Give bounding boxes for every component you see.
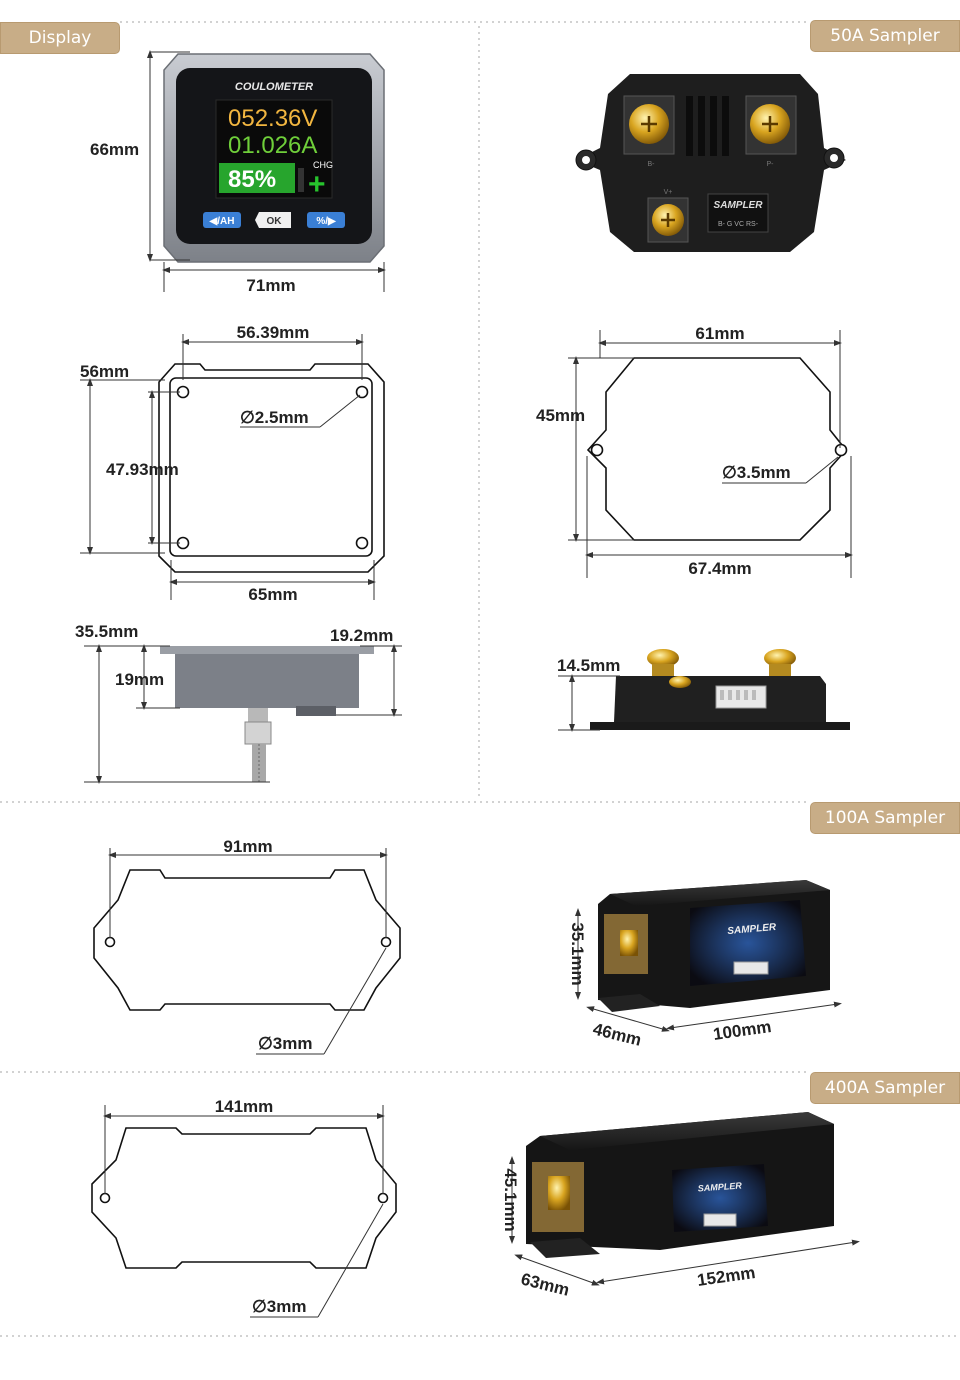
dim-right-depth: 19.2mm (330, 626, 393, 645)
sampler50-term-b: B- (648, 161, 656, 168)
dim-total-depth: 35.5mm (75, 622, 138, 641)
dim-hole-spacing-h: 47.93mm (106, 460, 179, 479)
button-percent[interactable] (307, 212, 345, 228)
dim-outer-height: 56mm (80, 362, 129, 381)
dim-s50-height: 45mm (536, 406, 585, 425)
display-outline (158, 363, 385, 573)
lcd-chg-symbol: + (308, 168, 326, 201)
sampler50-term-p: P- (767, 161, 775, 168)
button-ok-label: OK (267, 216, 283, 227)
button-ah[interactable] (203, 212, 241, 228)
dim-s400-height: 45.1mm (501, 1168, 520, 1231)
display-unit: COULOMETER 052.36V 01.026A 85% CHG + ◀/A… (163, 53, 385, 263)
dim-base-width: 65mm (248, 585, 297, 604)
lcd-percent: 85% (228, 166, 276, 193)
sampler400-photo: SAMPLER (526, 1112, 834, 1258)
sampler50-side-view (590, 649, 850, 730)
dim-hole-spacing-w: 56.39mm (237, 323, 310, 342)
dim-s50-hole: ∅3.5mm (722, 463, 791, 482)
dim-s50-thickness: 14.5mm (557, 656, 620, 675)
dim-s400-depth: 63mm (519, 1269, 571, 1299)
section-tag-400a: 400A Sampler (810, 1072, 960, 1104)
button-ah-label: ◀/AH (209, 216, 235, 227)
dim-s50-width: 61mm (695, 324, 744, 343)
sampler400-outline (91, 1127, 397, 1269)
sampler400-label: SAMPLER (697, 1180, 742, 1193)
button-ok[interactable] (255, 212, 291, 228)
button-percent-label: %/▶ (316, 216, 337, 227)
dim-display-height: 66mm (90, 140, 139, 159)
display-side-view (160, 646, 374, 782)
dim-body-depth: 19mm (115, 670, 164, 689)
section-tag-display: Display (0, 22, 120, 54)
sampler100-label: SAMPLER (727, 922, 777, 937)
dim-s100-height: 35.1mm (568, 922, 587, 985)
dim-s100-hole: ∅3mm (258, 1034, 313, 1053)
sampler50-label: SAMPLER (714, 200, 764, 211)
dim-s400-hole: ∅3mm (252, 1297, 307, 1316)
section-tag-100a: 100A Sampler (810, 802, 960, 834)
sampler50-outline (586, 357, 848, 541)
dim-s50-total: 67.4mm (688, 559, 751, 578)
sampler50-pins: B- G VC RS- (718, 221, 759, 228)
sampler100-photo: SAMPLER (598, 880, 830, 1012)
dim-s400-width: 141mm (215, 1097, 274, 1116)
lcd-voltage: 052.36V (228, 105, 317, 132)
dim-s100-width: 91mm (223, 837, 272, 856)
dim-display-width: 71mm (246, 276, 295, 295)
display-brand: COULOMETER (235, 81, 313, 93)
sampler100-outline (93, 869, 401, 1011)
section-tag-50a: 50A Sampler (810, 20, 960, 52)
dim-s100-depth: 46mm (591, 1019, 643, 1049)
dim-display-hole: ∅2.5mm (240, 408, 309, 427)
dim-s400-length: 152mm (696, 1263, 757, 1290)
lcd-current: 01.026A (228, 132, 317, 159)
sampler50-photo: SAMPLER B- G VC RS- B- P- V+ (575, 74, 846, 252)
sampler50-term-v: V+ (664, 189, 673, 196)
lcd-chg: CHG (313, 160, 333, 170)
